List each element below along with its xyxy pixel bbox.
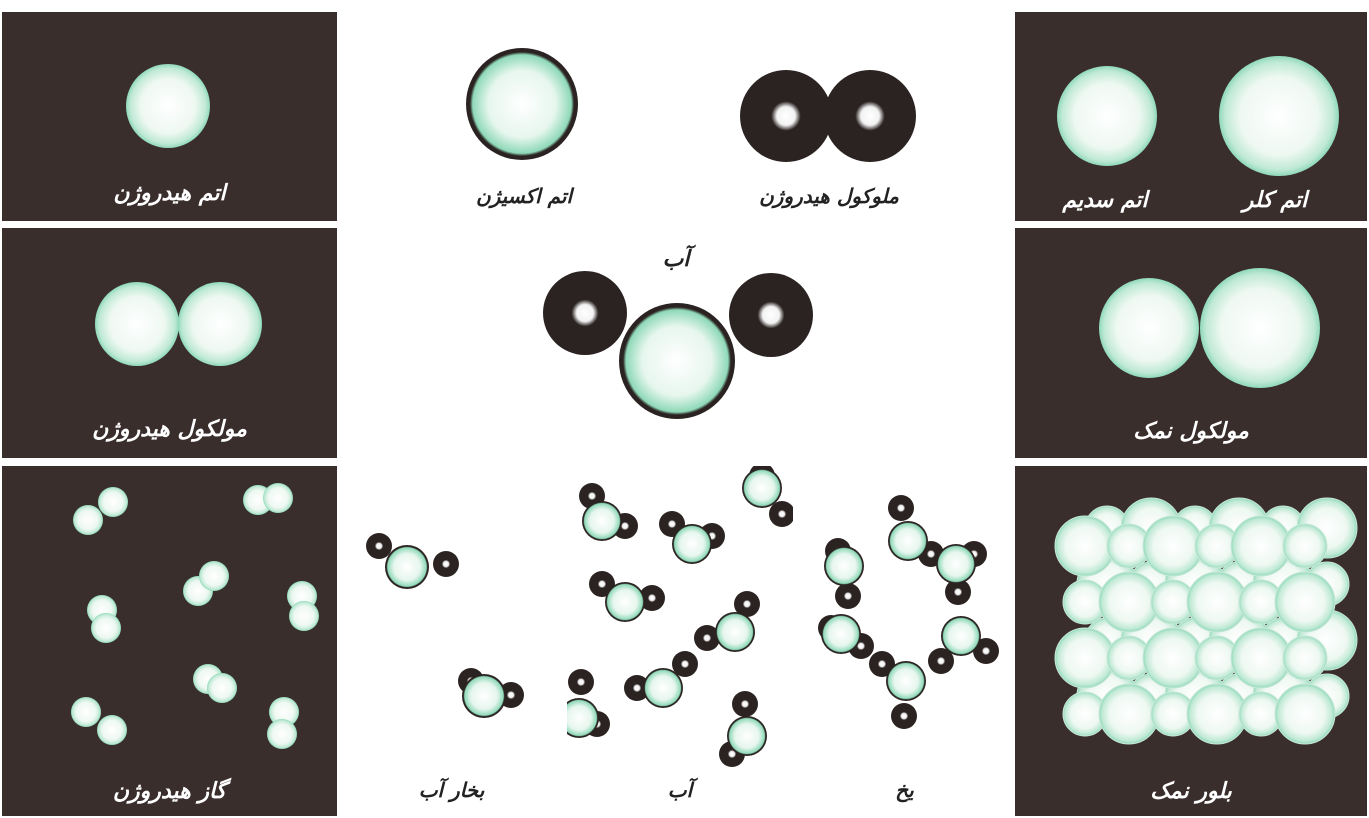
crystal-ion [1283,636,1327,680]
panel-oxygen-and-hydrogen-molecule: اتم اکسیژن ملوکول هیدروژن [339,12,1013,221]
gas-molecule [183,561,229,606]
water-oxygen [619,303,735,419]
crystal-ion [1099,684,1159,744]
salt-sodium-sphere [1099,278,1199,378]
ice-molecule [818,614,874,659]
h2-atom-right [178,282,262,366]
gas-molecule [287,581,319,631]
water-hydrogen-left [543,271,627,355]
panel-hydrogen-molecule: مولکول هیدروژن [2,228,337,458]
crystal-ion [1187,572,1247,632]
panel-hydrogen-atom: اتم هیدروژن [2,12,337,221]
ice-molecule [888,495,944,567]
crystal-ion [1099,572,1159,632]
vapor-molecule [366,533,459,589]
panel-liquid-water: آب [567,466,793,816]
crystal-ion [1187,684,1247,744]
gas-molecule [87,595,121,643]
liquid-molecule [694,591,760,652]
gas-molecule [243,483,293,515]
crystal-ion [1055,516,1115,576]
gas-molecule [193,664,237,703]
crystal-ion [1143,516,1203,576]
ice-molecule [869,651,926,729]
divider-row1-right [1015,222,1367,226]
label-hydrogen-atom: اتم هیدروژن [2,180,337,206]
liquid-molecule [659,511,725,564]
liquid-molecule [742,466,793,527]
hydrogen-molecule-atom-left [740,70,832,162]
liquid-molecule [624,651,698,708]
crystal-ion [1283,524,1327,568]
label-hydrogen-molecule-top: ملوکول هیدروژن [744,184,914,208]
water-hydrogen-right [729,273,813,357]
liquid-molecule [579,483,638,541]
salt-chlorine-sphere [1200,268,1320,388]
label-ice: یخ [796,778,1013,802]
panel-salt-crystal: بلور نمک [1015,466,1367,816]
crystal-ion [1231,628,1291,688]
crystal-ion [1275,684,1335,744]
crystal-ion [1055,628,1115,688]
label-oxygen-atom: اتم اکسیژن [449,184,599,208]
ice-molecule [928,616,999,674]
panel-sodium-chlorine-atoms: اتم سدیم اتم کلر [1015,12,1367,221]
liquid-molecule [719,691,767,767]
panel-ice: یخ [796,466,1013,816]
crystal-ion [1275,572,1335,632]
divider-row2-left [2,460,337,464]
hydrogen-atom-sphere [126,64,210,148]
divider-row2-right [1015,460,1367,464]
chlorine-atom-sphere [1219,56,1339,176]
gas-molecule [71,697,127,745]
label-salt-molecule: مولکول نمک [1015,418,1367,444]
divider-row1-left [2,222,337,226]
crystal-ion [1231,516,1291,576]
vapor-molecule [458,668,524,718]
label-chlorine-atom: اتم کلر [1215,187,1335,213]
panel-water-molecule: آب [339,228,1013,458]
sodium-atom-sphere [1057,66,1157,166]
panel-water-vapor: بخار آب [339,466,564,816]
label-water-vapor: بخار آب [339,778,564,802]
liquid-molecule [567,669,610,738]
ice-molecule [824,538,864,609]
gas-molecule [267,697,299,749]
h2-atom-left [95,282,179,366]
label-sodium-atom: اتم سدیم [1045,187,1165,213]
crystal-ion [1143,628,1203,688]
panel-hydrogen-gas: گاز هیدروژن [2,466,337,816]
label-liquid-water: آب [567,778,793,802]
ice-molecule [936,541,987,605]
label-salt-crystal: بلور نمک [1015,778,1367,804]
label-water-title: آب [339,246,1013,272]
panel-salt-molecule: مولکول نمک [1015,228,1367,458]
gas-molecule [73,487,128,535]
liquid-molecule [589,571,665,622]
label-hydrogen-molecule: مولکول هیدروژن [2,416,337,442]
label-hydrogen-gas: گاز هیدروژن [2,778,337,804]
hydrogen-molecule-atom-right [824,70,916,162]
oxygen-atom-sphere [466,48,578,160]
